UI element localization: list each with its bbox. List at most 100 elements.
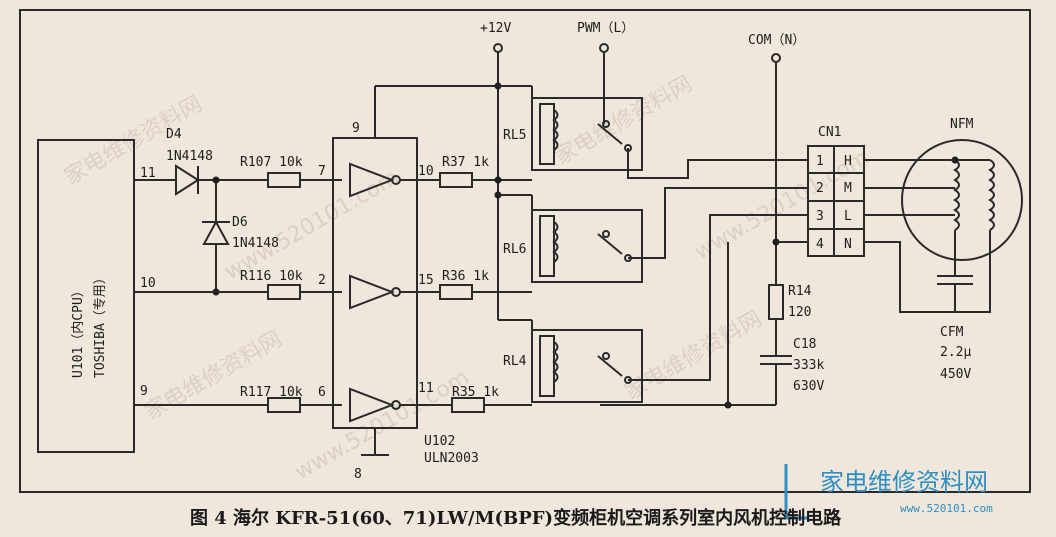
driver-name: U102 (424, 434, 455, 449)
r14-value: 120 (788, 305, 811, 320)
motor-cap-value: 2.2μ (940, 345, 971, 360)
d4-part: 1N4148 (166, 149, 213, 164)
d4-name: D4 (166, 127, 182, 142)
supply-pwm-label: PWM（L） (577, 21, 634, 36)
resistor-r14 (768, 284, 784, 320)
relay-rl5-coil (539, 103, 555, 165)
connector-name: CN1 (818, 125, 841, 140)
mcu-label: U101（内CPU） (70, 284, 86, 378)
wire (627, 148, 808, 179)
motor-winding-aux (988, 159, 995, 231)
supply-pwm-terminal (599, 43, 609, 53)
r116-label: R116 10k (240, 269, 303, 284)
relay-rl6-contact (602, 230, 610, 238)
watermark-text: 家电维修资料网 (551, 72, 697, 171)
relay-rl6-switch (597, 233, 623, 255)
d6-name: D6 (232, 215, 248, 230)
relay-rl4-label: RL4 (503, 354, 527, 369)
supply-12v-label: +12V (480, 21, 511, 36)
motor-cap-name: CFM (940, 325, 964, 340)
driver-in6: 6 (318, 385, 326, 400)
relay-rl6-coil (539, 215, 555, 277)
brand-bracket-icon (784, 464, 808, 520)
relay-rl4-winding (552, 341, 559, 383)
r107-label: R107 10k (240, 155, 303, 170)
resistor-r117 (267, 397, 301, 413)
junction (212, 176, 220, 184)
c18-volt: 630V (793, 379, 824, 394)
wire (628, 214, 808, 381)
relay-rl6-label: RL6 (503, 242, 526, 257)
diagram-frame (19, 9, 1031, 493)
motor-symbol (901, 139, 1023, 261)
relay-rl6-winding (552, 221, 559, 263)
resistor-r107 (267, 172, 301, 188)
driver-pin9: 9 (352, 121, 360, 136)
mcu-box (37, 139, 135, 453)
driver-in2: 2 (318, 273, 326, 288)
wire (628, 187, 808, 259)
watermark-url: www.520101.com (291, 365, 474, 485)
d6-part: 1N4148 (232, 236, 279, 251)
buffer-gate-1 (349, 162, 395, 198)
relay-rl4-switch (597, 355, 623, 377)
watermark-url: www.520101.com (221, 165, 404, 285)
driver-pin8: 8 (354, 467, 362, 482)
diode-d4 (175, 164, 200, 196)
r14-name: R14 (788, 284, 812, 299)
connector-signal: H (844, 154, 852, 169)
motor-cap-volt: 450V (940, 367, 971, 382)
resistor-r35 (451, 397, 485, 413)
motor-winding-main (953, 159, 960, 231)
relay-rl6 (531, 209, 643, 283)
wire (864, 230, 991, 313)
c18-value: 333k (793, 358, 824, 373)
r117-label: R117 10k (240, 385, 303, 400)
connector-number: 4 (816, 237, 824, 252)
resistor-r116 (267, 284, 301, 300)
buffer-gate-2 (349, 274, 395, 310)
supply-com-label: COM（N） (748, 33, 805, 48)
watermark-text: 家电维修资料网 (141, 327, 287, 426)
buffer-gate-3 (349, 387, 395, 423)
connector-number: 1 (816, 154, 824, 169)
c18-name: C18 (793, 337, 816, 352)
resistor-r37 (439, 172, 473, 188)
pin-10-label: 10 (140, 276, 156, 291)
relay-rl5-switch (597, 123, 623, 145)
connector-number: 3 (816, 209, 824, 224)
r37-label: R37 1k (442, 155, 489, 170)
relay-rl5-label: RL5 (503, 128, 526, 143)
r36-label: R36 1k (442, 269, 489, 284)
driver-part: ULN2003 (424, 451, 479, 466)
relay-rl4 (531, 329, 643, 403)
resistor-r36 (439, 284, 473, 300)
pin-9-label: 9 (140, 384, 148, 399)
mcu-sub-label: TOSHIBA（专用） (93, 271, 108, 378)
brand-name: 家电维修资料网 (820, 468, 988, 496)
connector-signal: N (844, 237, 852, 252)
driver-in7: 7 (318, 164, 326, 179)
r35-label: R35 1k (452, 385, 499, 400)
relay-rl5 (531, 97, 643, 171)
connector-signal: L (844, 209, 852, 224)
driver-out11: 11 (418, 381, 434, 396)
driver-out10: 10 (418, 164, 434, 179)
connector-number: 2 (816, 181, 824, 196)
junction (494, 176, 502, 184)
pin-11-label: 11 (140, 166, 156, 181)
relay-rl4-coil (539, 335, 555, 397)
brand-logo: 家电维修资料网 www.520101.com (784, 464, 993, 520)
figure-caption: 图 4 海尔 KFR-51(60、71)LW/M(BPF)变频柜机空调系列室内风… (190, 507, 842, 529)
driver-out15: 15 (418, 273, 434, 288)
diode-d6 (202, 219, 230, 245)
motor-name: NFM (950, 117, 974, 132)
brand-url: www.520101.com (900, 502, 993, 515)
supply-com-terminal (771, 53, 781, 63)
relay-rl4-contact (602, 352, 610, 360)
relay-rl5-winding (552, 109, 559, 151)
connector-signal: M (844, 181, 852, 196)
supply-12v-terminal (493, 43, 503, 53)
